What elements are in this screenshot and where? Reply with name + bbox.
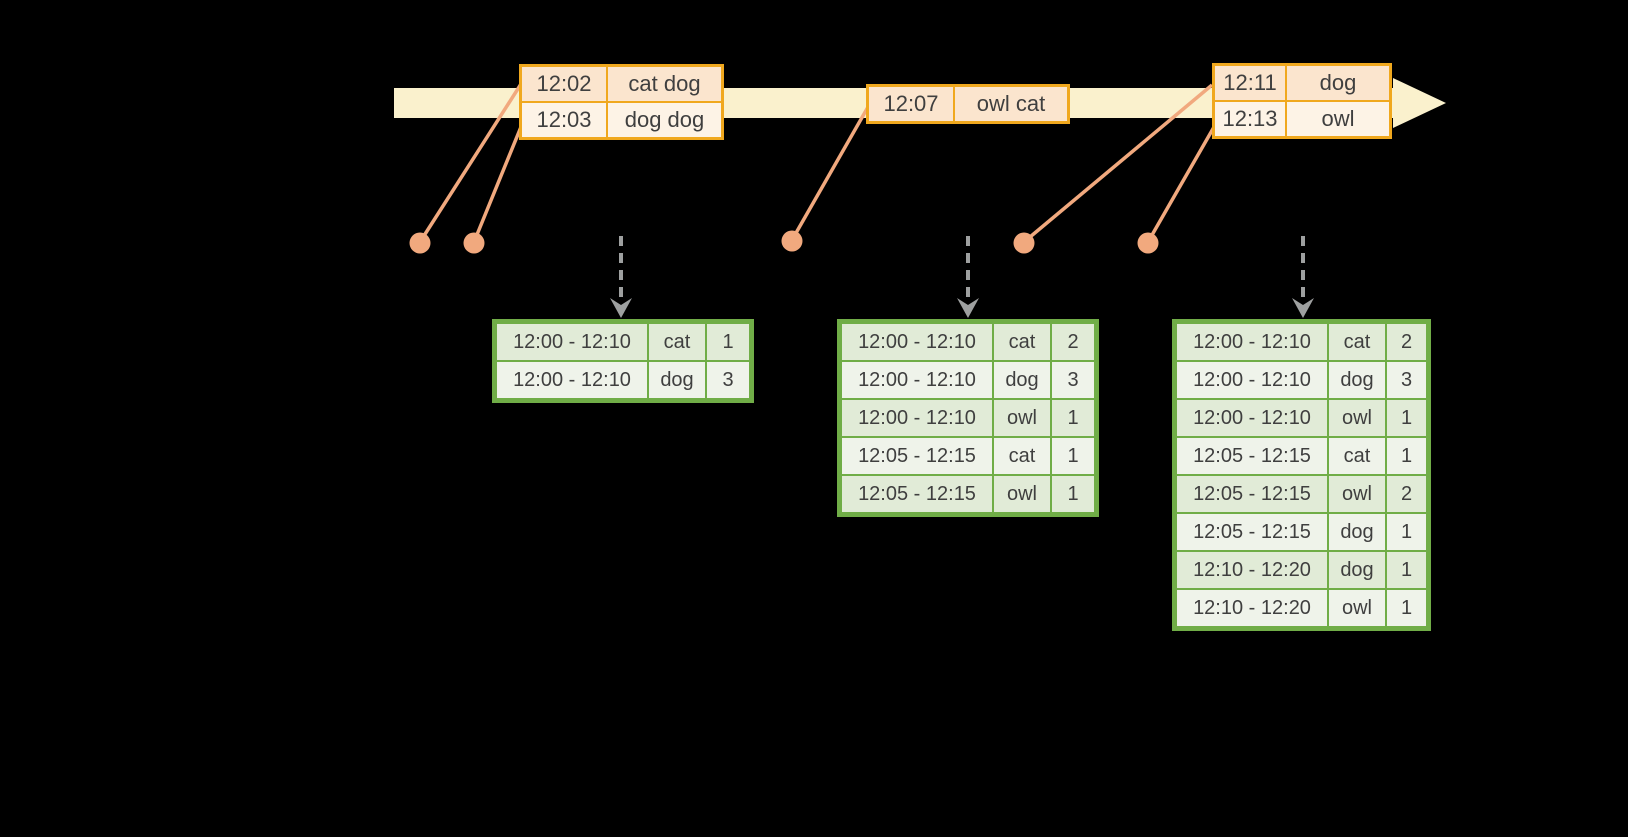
result-word-cell: cat [1329,324,1387,360]
event-row: 12:02 cat dog [522,67,721,101]
event-words-cell: dog dog [624,107,705,132]
result-window-cell: 12:00 - 12:10 [1177,324,1329,360]
result-word-cell: owl [1329,590,1387,626]
result-word-cell: dog [1329,514,1387,550]
result-window-cell: 12:10 - 12:20 [1177,552,1329,588]
event-time-cell: 12:02 [522,67,608,101]
result-window-cell: 12:05 - 12:15 [842,438,994,474]
result-window-cell: 12:00 - 12:10 [1177,362,1329,398]
result-window-cell: 12:10 - 12:20 [1177,590,1329,626]
result-word-cell: owl [1329,400,1387,436]
result-word-cell: cat [994,438,1052,474]
event-row: 12:03 dog dog [522,101,721,137]
result-word-cell: dog [649,362,707,398]
result-word-cell: cat [994,324,1052,360]
result-count-cell: 1 [1067,482,1079,505]
result-count-cell: 2 [1400,330,1413,353]
event-time-axis-arrowhead-icon [1393,78,1446,128]
result-word-cell: dog [1329,362,1387,398]
event-dot [409,232,431,254]
result-count-cell: 3 [722,368,734,391]
result-window-cell: 12:00 - 12:10 [842,324,994,360]
result-window-cell: 12:00 - 12:10 [842,362,994,398]
event-row: 12:07 owl cat [869,87,1067,121]
trigger-arrowhead-icon [1292,298,1314,318]
event-connector-line [1022,83,1214,244]
result-word-cell: owl [994,400,1052,436]
result-word-cell: dog [1329,552,1387,588]
result-count-cell: 1 [1400,596,1413,619]
event-connector-line [1146,126,1216,243]
result-count-cell: 1 [722,330,734,353]
trigger-arrowhead-icon [610,298,632,318]
result-count-cell: 2 [1400,482,1413,505]
event-table-2: 12:07 owl cat [866,84,1070,124]
event-dot [463,232,485,254]
event-dot [1013,232,1035,254]
result-word-cell: owl [994,476,1052,512]
result-word-cell: owl [1329,476,1387,512]
result-count-cell: 1 [1400,444,1413,467]
result-count-cell: 1 [1400,558,1413,581]
result-count-cell: 1 [1067,406,1079,429]
result-window-cell: 12:05 - 12:15 [842,476,994,512]
event-dot [1137,232,1159,254]
event-row: 12:11 dog [1215,66,1389,100]
event-words-cell: cat dog [628,71,701,96]
event-words-cell: dog [1319,70,1357,95]
result-word-cell: cat [1329,438,1387,474]
result-count-cell: 2 [1067,330,1079,353]
result-window-cell: 12:05 - 12:15 [1177,476,1329,512]
event-words-cell: owl cat [976,91,1046,116]
event-row: 12:13 owl [1215,100,1389,136]
result-count-cell: 3 [1400,368,1413,391]
result-count-cell: 1 [1067,444,1079,467]
event-dot [781,230,803,252]
result-count-cell: 1 [1400,520,1413,543]
event-words-cell: owl [1321,106,1355,131]
result-count-cell: 1 [1400,406,1413,429]
event-time-cell: 12:07 [869,87,955,121]
result-window-cell: 12:00 - 12:10 [1177,400,1329,436]
event-time-cell: 12:13 [1215,102,1287,136]
event-time-cell: 12:03 [522,103,608,137]
result-window-cell: 12:05 - 12:15 [1177,514,1329,550]
event-connector-line [472,121,525,243]
event-table-3: 12:11 dog 12:13 owl [1212,63,1392,139]
trigger-arrowhead-icon [957,298,979,318]
result-window-cell: 12:00 - 12:10 [842,400,994,436]
event-table-1: 12:02 cat dog 12:03 dog dog [519,64,724,140]
result-count-cell: 3 [1067,368,1079,391]
event-time-cell: 12:11 [1215,66,1287,100]
result-window-cell: 12:00 - 12:10 [497,324,649,360]
event-connector-line [418,83,523,243]
result-window-cell: 12:05 - 12:15 [1177,438,1329,474]
result-word-cell: cat [649,324,707,360]
result-word-cell: dog [994,362,1052,398]
event-connector-line [790,106,870,241]
result-window-cell: 12:00 - 12:10 [497,362,649,398]
